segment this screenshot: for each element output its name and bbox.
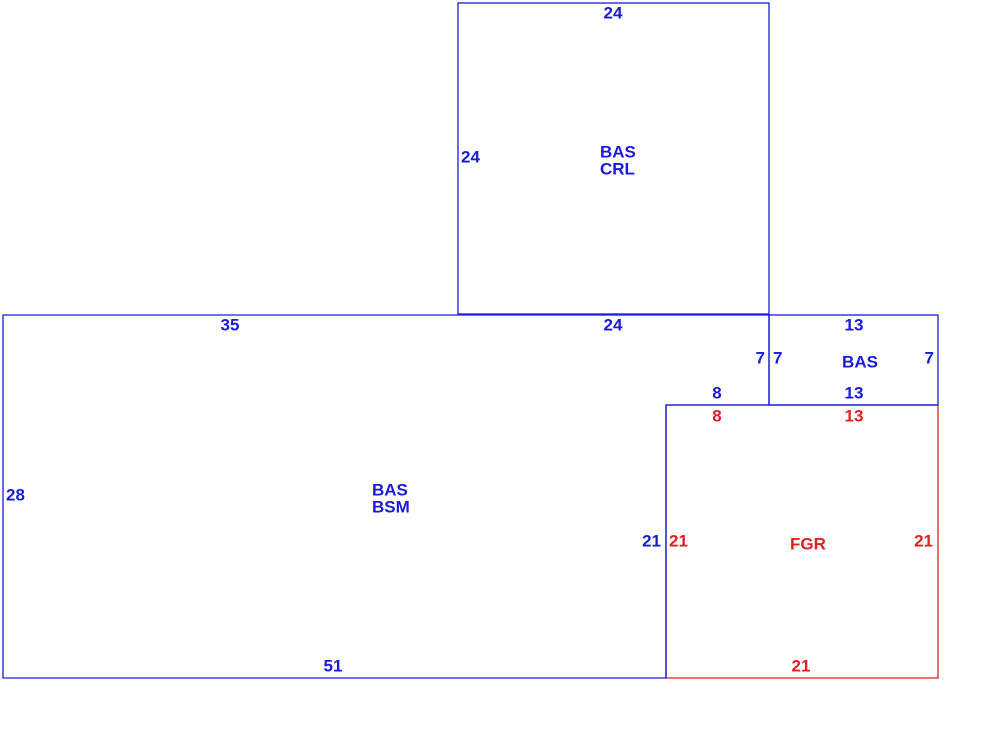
bas-small-code: BAS	[842, 352, 878, 371]
basement-notch-right-dimension: 7	[756, 348, 765, 367]
crawl-top-dimension: 24	[604, 3, 623, 22]
bas-small-area-labels: 13 7 BAS 7 13	[773, 315, 934, 402]
crawl-bottom-dimension: 24	[604, 315, 623, 334]
bas-small-right-dimension: 7	[925, 348, 934, 367]
basement-code-line1: BAS	[372, 480, 408, 499]
garage-outlines	[665, 404, 939, 679]
garage-right-dimension: 21	[914, 531, 933, 550]
garage-code: FGR	[790, 534, 826, 553]
garage-left-dimension: 21	[669, 531, 688, 550]
garage-bottom-dimension: 21	[792, 656, 811, 675]
garage-area-labels: 8 13 21 FGR 21 21	[669, 406, 933, 675]
living-outlines	[2, 2, 939, 679]
basement-area-labels: 35 28 BAS BSM 51 21 7 8	[6, 315, 765, 675]
garage-top-left-dimension: 8	[712, 406, 721, 425]
crawl-area-outline	[457, 2, 770, 315]
crawl-area-labels: 24 24 BAS CRL 24	[461, 3, 636, 334]
crawl-code-line1: BAS	[600, 142, 636, 161]
bas-small-top-dimension: 13	[845, 315, 864, 334]
bas-small-left-dimension: 7	[773, 348, 782, 367]
garage-area-outline	[666, 405, 939, 679]
bas-small-bottom-dimension: 13	[845, 383, 864, 402]
crawl-code-line2: CRL	[600, 159, 635, 178]
basement-code-line2: BSM	[372, 497, 410, 516]
basement-left-dimension: 28	[6, 485, 25, 504]
crawl-left-dimension: 24	[461, 147, 480, 166]
basement-top-dimension: 35	[221, 315, 240, 334]
basement-bottom-dimension: 51	[324, 656, 343, 675]
garage-top-right-dimension: 13	[845, 406, 864, 425]
basement-notch-bottom-dimension: 8	[712, 383, 721, 402]
basement-right-dimension: 21	[642, 531, 661, 550]
